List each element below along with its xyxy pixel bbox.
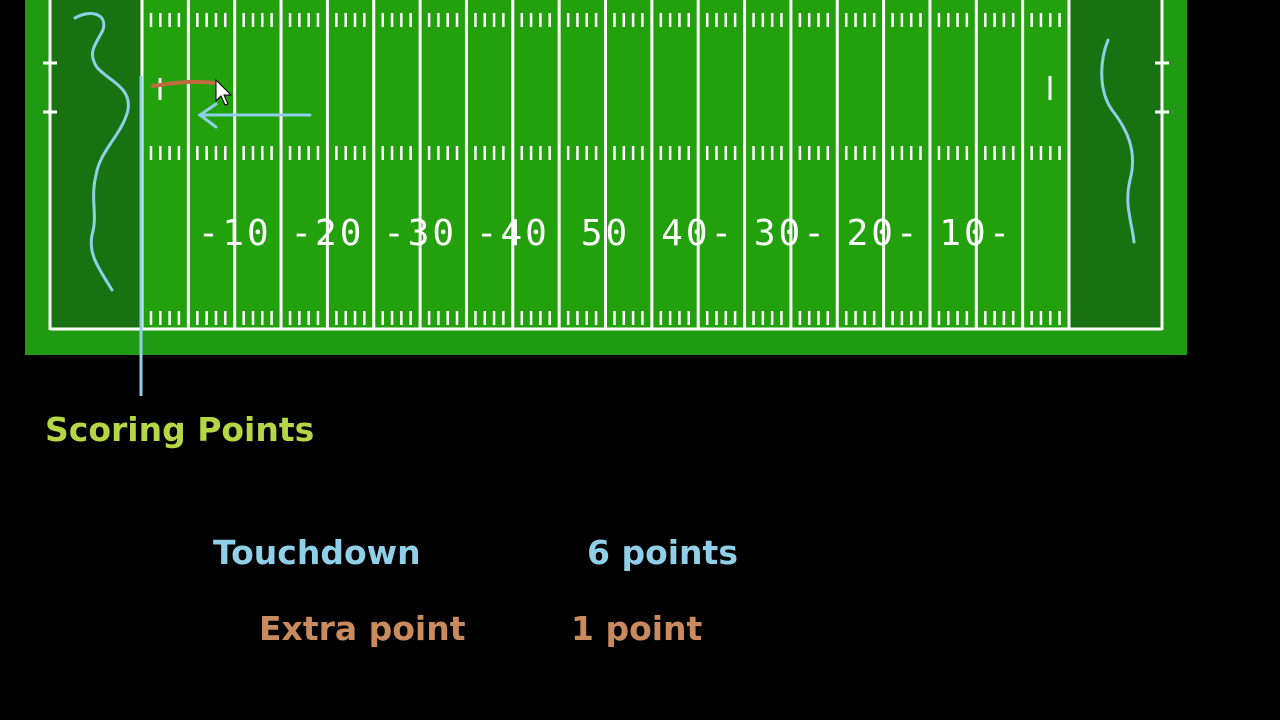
extra-point-points: 1 point [571,609,703,648]
yard-number: 50 [580,213,631,254]
left-end-zone [50,0,141,330]
touchdown-label: Touchdown [213,533,421,572]
arrow-left-icon [197,102,312,129]
hash-marks [149,13,1061,325]
end-line-ticks [43,61,1169,114]
left-end-zone-squiggle [73,12,130,292]
yard-number: -20 [290,213,365,254]
yard-number: -30 [383,213,458,254]
extra-point-path [151,79,216,88]
yard-number: 30- [753,213,828,254]
yard-number: 20- [846,213,921,254]
yard-number: 10- [939,213,1014,254]
yard-number: -40 [475,213,550,254]
extra-point-label: Extra point [259,609,466,648]
yard-number: 40- [661,213,736,254]
page-title: Scoring Points [45,410,315,449]
right-end-zone [1070,0,1162,330]
touchdown-points: 6 points [587,533,738,572]
right-end-zone-squiggle [1100,38,1136,244]
yard-lines [140,0,1071,330]
yard-number: -10 [197,213,272,254]
cursor-icon [215,78,233,106]
